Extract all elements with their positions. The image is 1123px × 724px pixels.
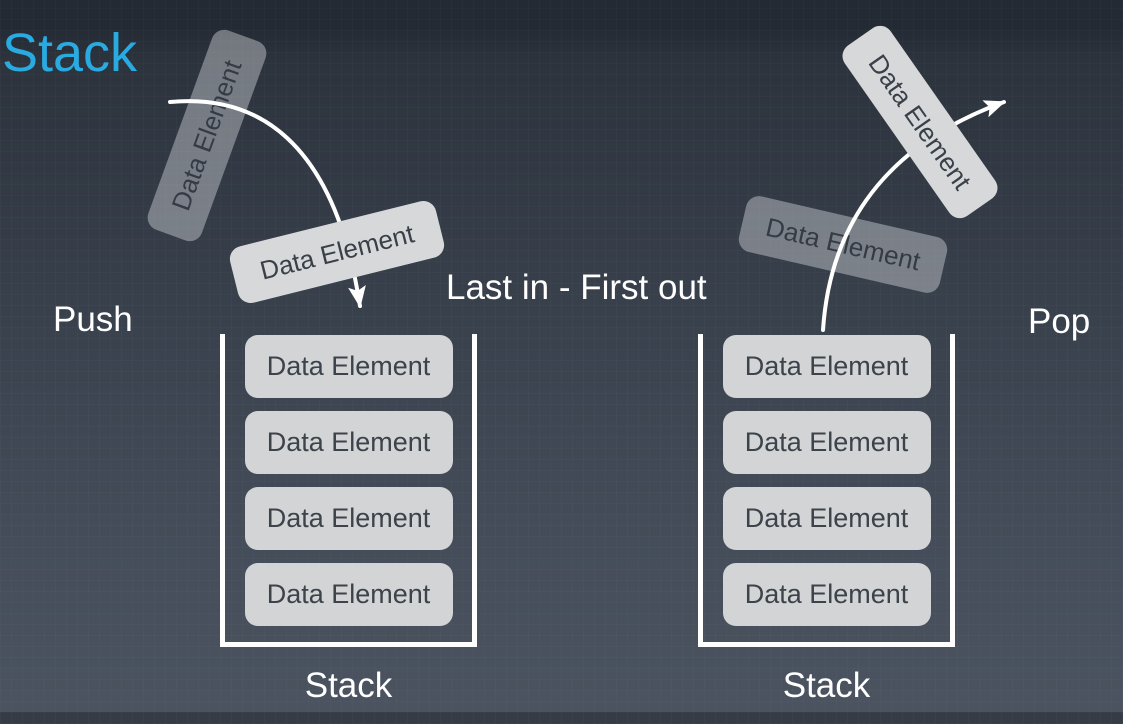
push-ghost-element: Data Element [143,26,271,245]
left-stack-caption: Stack [304,666,393,705]
stack-element: Data Element [244,335,453,398]
stack-element: Data Element [244,563,453,626]
push-label: Push [53,300,133,339]
lifo-label: Last in - First out [446,268,707,307]
stack-element: Data Element [722,335,931,398]
pop-ghost-element: Data Element [736,193,950,296]
stack-element: Data Element [244,487,453,550]
left-stack-container: Data Element Data Element Data Element D… [220,334,477,647]
right-stack-container: Data Element Data Element Data Element D… [698,334,955,647]
page-title: Stack [2,23,138,83]
push-incoming-element: Data Element [227,198,447,306]
stack-element: Data Element [722,411,931,474]
right-stack-caption: Stack [782,666,871,705]
pop-outgoing-element: Data Element [837,20,1003,224]
stack-element: Data Element [244,411,453,474]
pop-label: Pop [1028,302,1091,341]
stack-element: Data Element [722,487,931,550]
stack-element: Data Element [722,563,931,626]
